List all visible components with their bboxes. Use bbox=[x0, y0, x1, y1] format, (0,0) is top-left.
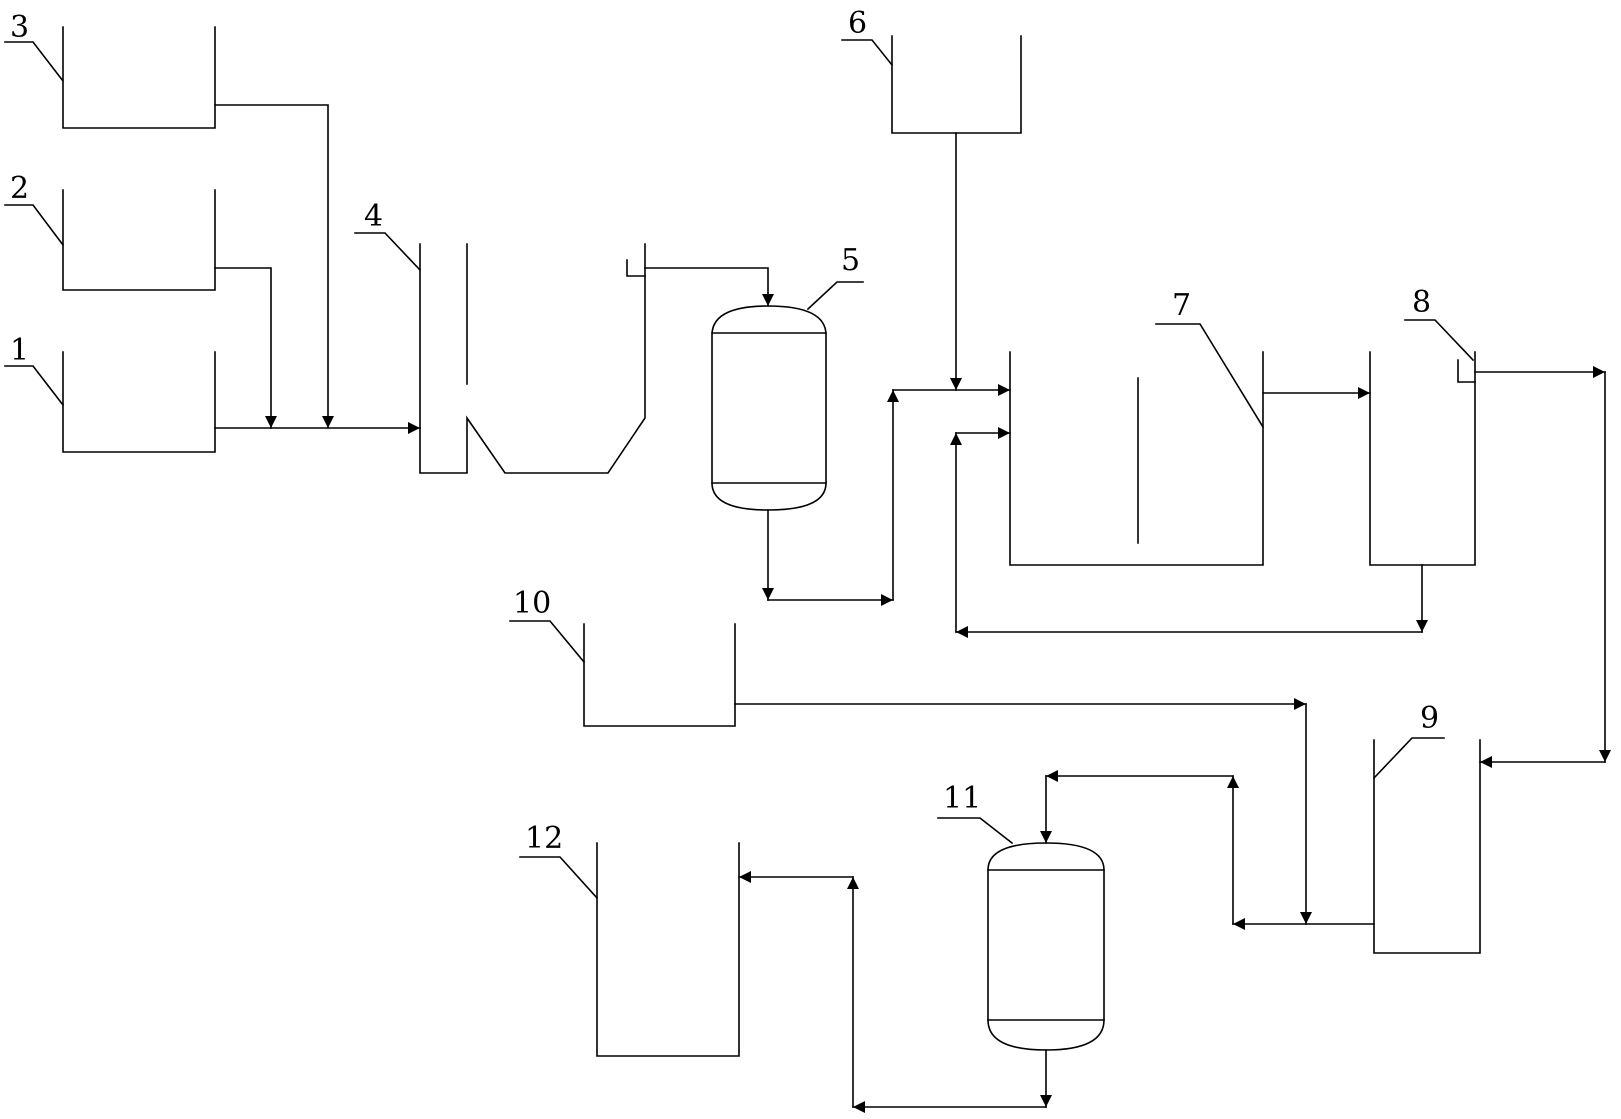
pipe-tank3-feed bbox=[214, 104, 334, 429]
leader-line-9 bbox=[1372, 737, 1445, 780]
leader-line-5 bbox=[806, 281, 864, 311]
tank-6: 6 bbox=[841, 6, 1022, 134]
label-2: 2 bbox=[10, 171, 29, 206]
tank-12: 12 bbox=[519, 821, 740, 1057]
leader-line-6 bbox=[841, 39, 894, 67]
label-1: 1 bbox=[10, 333, 29, 368]
leader-line-2 bbox=[4, 204, 65, 247]
weir-4-outlet bbox=[626, 259, 646, 277]
tank-2: 2 bbox=[4, 171, 216, 291]
label-7: 7 bbox=[1172, 288, 1191, 323]
tank-7: 7 bbox=[1009, 288, 1265, 566]
vessel-11: 11 bbox=[937, 781, 1105, 1051]
pipe-tank2-feed bbox=[214, 267, 277, 429]
label-10: 10 bbox=[513, 586, 551, 621]
leader-line-7 bbox=[1155, 323, 1265, 429]
tank-9: 9 bbox=[1372, 701, 1481, 954]
leader-line-11 bbox=[937, 817, 1014, 845]
label-5: 5 bbox=[841, 243, 860, 278]
leader-line-8 bbox=[1404, 319, 1475, 362]
leader-line-3 bbox=[4, 41, 65, 83]
label-12: 12 bbox=[525, 821, 563, 856]
tank-3: 3 bbox=[4, 10, 216, 129]
pipe-4-to-5 bbox=[644, 267, 774, 307]
label-9: 9 bbox=[1420, 701, 1439, 736]
label-6: 6 bbox=[848, 6, 867, 41]
tank-1: 1 bbox=[4, 333, 216, 453]
label-11: 11 bbox=[943, 781, 981, 816]
weir-8-outlet bbox=[1457, 359, 1476, 383]
leader-line-10 bbox=[509, 620, 586, 664]
leader-line-12 bbox=[519, 856, 599, 900]
leader-line-1 bbox=[4, 365, 65, 407]
vessel-5: 5 bbox=[711, 243, 864, 511]
leader-line-4 bbox=[354, 232, 422, 272]
reactor-4: 4 bbox=[354, 199, 646, 474]
label-8: 8 bbox=[1412, 285, 1431, 320]
label-3: 3 bbox=[10, 10, 29, 45]
tank-10: 10 bbox=[509, 586, 736, 727]
label-4: 4 bbox=[364, 199, 383, 234]
tank-8: 8 bbox=[1369, 285, 1476, 566]
